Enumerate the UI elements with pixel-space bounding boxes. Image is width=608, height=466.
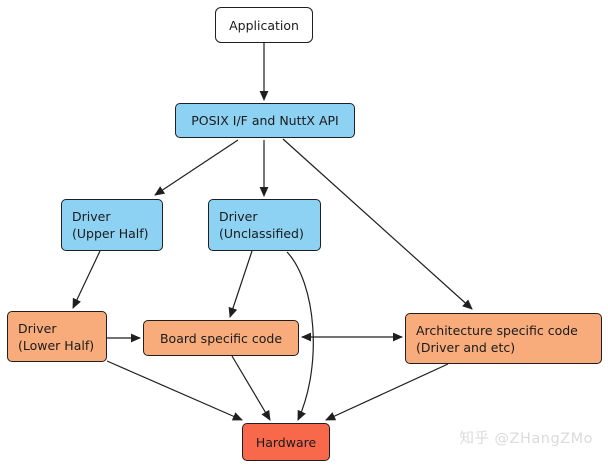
edge-driver-unclassified-board [228,250,253,318]
node-driver-unclassified-line2: (Unclassified) [219,226,304,241]
edge-posix-architecture [282,138,473,310]
watermark: 知乎 @ZHangZMo [459,431,593,447]
node-application: Application [215,7,313,43]
node-board-specific-code: Board specific code [143,320,299,356]
node-driver-upper-half: Driver (Upper Half) [61,199,163,251]
node-hardware-label: Hardware [255,434,317,450]
node-board-specific-code-label: Board specific code [159,330,283,346]
node-architecture-specific-code: Architecture specific code (Driver and e… [405,313,602,364]
node-driver-lower-half: Driver (Lower Half) [7,311,107,362]
edge-driver-unclassified-hardware [286,251,314,421]
node-architecture-specific-code-line2: (Driver and etc) [416,339,516,355]
node-driver-upper-half-line1: Driver [72,209,111,224]
node-driver-unclassified-line1: Driver [219,209,258,224]
edge-posix-driver-upper [154,139,239,196]
node-driver-lower-half-line2: (Lower Half) [18,337,95,353]
edge-board-hardware [231,355,271,421]
node-posix-api-label: POSIX I/F and NuttX API [191,113,339,128]
node-driver-upper-half-line2: (Upper Half) [72,226,149,241]
node-hardware: Hardware [242,423,330,461]
node-driver-unclassified: Driver (Unclassified) [208,199,321,251]
node-application-label: Application [229,17,299,33]
edge-architecture-hardware [325,363,449,421]
edge-driver-upper-driver-lower [72,250,101,309]
node-architecture-specific-code-line1: Architecture specific code [416,322,578,338]
node-driver-lower-half-line1: Driver [18,320,57,336]
edge-driver-lower-hardware [106,360,243,421]
node-posix-api: POSIX I/F and NuttX API [175,103,355,138]
